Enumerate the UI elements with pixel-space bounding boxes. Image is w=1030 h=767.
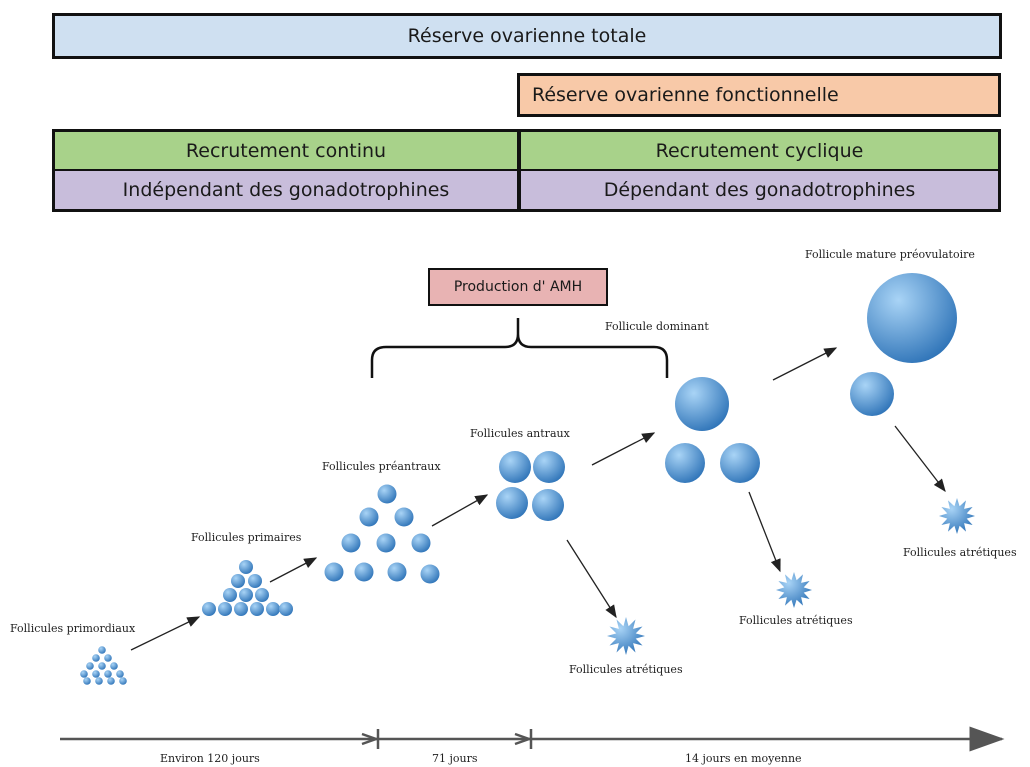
primary-follicle [234, 602, 248, 616]
dependant-bar: Dépendant des gonadotrophines [518, 169, 1001, 212]
amh-brace [370, 318, 669, 378]
timeline-label-1: Environ 120 jours [160, 752, 260, 765]
primordial-follicle [83, 677, 91, 685]
dominant-follicle [675, 377, 729, 431]
primordial-follicle [116, 670, 124, 678]
primary-follicle [231, 574, 245, 588]
preantral-follicle [420, 564, 440, 584]
atretic-group [607, 498, 975, 655]
label-dominant: Follicule dominant [605, 320, 709, 333]
timeline-label-3: 14 jours en moyenne [685, 752, 802, 765]
reserve-fonctionnelle-bar: Réserve ovarienne fonctionnelle [517, 73, 1001, 117]
antral-follicle [533, 451, 565, 483]
arrow-dominant-atresie [748, 491, 781, 573]
label-atretiques-1: Follicules atrétiques [569, 663, 683, 676]
timeline-axis [60, 726, 1005, 752]
primordial-follicle [92, 654, 100, 662]
preantral-follicle [411, 533, 431, 553]
atretic-follicle-icon [939, 498, 975, 534]
primordial-follicle [104, 654, 112, 662]
primordial-follicle [119, 677, 127, 685]
follicle-group [80, 273, 957, 685]
amh-production-label: Production d' AMH [453, 279, 583, 295]
reserve-fonctionnelle-label: Réserve ovarienne fonctionnelle [532, 84, 839, 106]
preantral-follicle [354, 562, 374, 582]
secondary-follicle [720, 443, 760, 483]
preantral-follicle [324, 562, 344, 582]
primordial-follicle [92, 670, 100, 678]
independant-bar: Indépendant des gonadotrophines [52, 169, 520, 212]
arrow-antraux-atresie [566, 539, 617, 619]
primary-follicle [248, 574, 262, 588]
preantral-follicle [387, 562, 407, 582]
progression-arrows [130, 347, 946, 651]
primordial-follicle [98, 662, 106, 670]
preantral-follicle [394, 507, 414, 527]
antral-follicle [499, 451, 531, 483]
primordial-follicle [95, 677, 103, 685]
primary-follicle [239, 588, 253, 602]
arrow-mature-atresie [894, 425, 946, 493]
antral-follicle [532, 489, 564, 521]
antral-follicle [496, 487, 528, 519]
label-primaires: Follicules primaires [191, 531, 302, 544]
independant-label: Indépendant des gonadotrophines [122, 179, 450, 201]
label-mature: Follicule mature préovulatoire [805, 248, 975, 261]
arrow-primordiaux-primaires [130, 616, 201, 651]
arrow-dominant-mature [772, 347, 838, 381]
primary-follicle [202, 602, 216, 616]
primary-follicle [223, 588, 237, 602]
preantral-follicle [359, 507, 379, 527]
primary-follicle [250, 602, 264, 616]
primary-follicle [239, 560, 253, 574]
primordial-follicle [80, 670, 88, 678]
label-atretiques-3: Follicules atrétiques [903, 546, 1017, 559]
timeline-label-2: 71 jours [432, 752, 478, 765]
arrow-primaires-preantraux [269, 557, 318, 583]
atretic-follicle-icon [607, 617, 645, 655]
amh-production-box: Production d' AMH [428, 268, 608, 306]
primary-follicle [255, 588, 269, 602]
reserve-totale-label: Réserve ovarienne totale [407, 25, 647, 47]
label-atretiques-2: Follicules atrétiques [739, 614, 853, 627]
secondary-follicle [850, 372, 894, 416]
primary-follicle [279, 602, 293, 616]
dependant-label: Dépendant des gonadotrophines [603, 179, 916, 201]
preantral-follicle [341, 533, 361, 553]
label-preantraux: Follicules préantraux [322, 460, 441, 473]
label-antraux: Follicules antraux [470, 427, 570, 440]
recrutement-continu-bar: Recrutement continu [52, 129, 520, 170]
preantral-follicle [376, 533, 396, 553]
primordial-follicle [98, 646, 106, 654]
primary-follicle [266, 602, 280, 616]
preantral-follicle [377, 484, 397, 504]
primordial-follicle [104, 670, 112, 678]
primary-follicle [218, 602, 232, 616]
atretic-follicle-icon [776, 572, 812, 608]
secondary-follicle [665, 443, 705, 483]
arrow-antraux-dominant [591, 432, 656, 466]
primordial-follicle [86, 662, 94, 670]
label-primordiaux: Follicules primordiaux [10, 622, 136, 635]
recrutement-cyclique-label: Recrutement cyclique [655, 139, 864, 162]
primordial-follicle [110, 662, 118, 670]
arrow-preantraux-antraux [431, 494, 489, 527]
recrutement-continu-label: Recrutement continu [185, 139, 387, 162]
mature-follicle [867, 273, 957, 363]
primordial-follicle [107, 677, 115, 685]
reserve-totale-bar: Réserve ovarienne totale [52, 13, 1002, 59]
